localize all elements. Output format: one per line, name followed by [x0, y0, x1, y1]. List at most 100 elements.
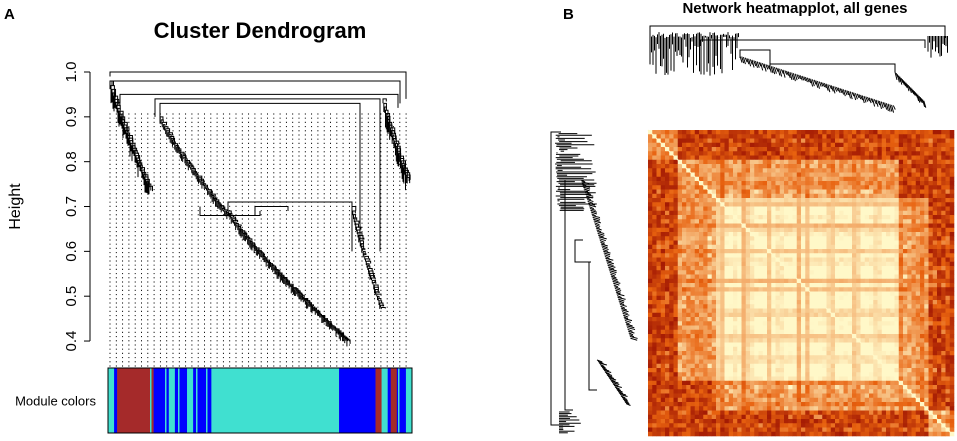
heatmap-cell: [847, 249, 853, 254]
heatmap-cell: [779, 130, 785, 135]
heatmap-cell: [707, 244, 713, 250]
module-color-segment: [174, 368, 188, 433]
heatmap-cell: [847, 240, 853, 246]
heatmap-cell: [745, 363, 751, 369]
heatmap-cell: [920, 355, 925, 360]
heatmap-cell: [690, 176, 696, 182]
heatmap-cell: [932, 380, 938, 386]
heatmap-cell: [733, 278, 738, 284]
heatmap-cell: [648, 278, 653, 284]
heatmap-cell: [741, 334, 747, 339]
heatmap-cell: [864, 368, 870, 373]
heatmap-cell: [881, 270, 887, 275]
heatmap-cell: [869, 130, 874, 135]
heatmap-cell: [703, 351, 708, 356]
heatmap-cell: [881, 142, 887, 148]
heatmap-cell: [656, 193, 662, 199]
heatmap-cell: [839, 283, 844, 288]
heatmap-cell: [656, 142, 662, 148]
heatmap-cell: [648, 257, 653, 263]
heatmap-cell: [703, 240, 708, 246]
heatmap-cell: [843, 300, 849, 305]
heatmap-cell: [656, 257, 662, 263]
heatmap-cell: [741, 189, 747, 195]
heatmap-cell: [796, 359, 802, 365]
heatmap-cell: [949, 359, 955, 365]
heatmap-cell: [894, 342, 900, 348]
heatmap-cell: [745, 338, 751, 343]
heatmap-cell: [822, 249, 827, 254]
heatmap-cell: [890, 172, 895, 178]
heatmap-cell: [677, 385, 683, 390]
heatmap-cell: [911, 223, 917, 229]
heatmap-cell: [864, 385, 870, 390]
heatmap-cell: [733, 210, 738, 216]
heatmap-cell: [937, 202, 942, 207]
y-tick-label: 1.0: [63, 62, 80, 83]
heatmap-cell: [660, 215, 666, 220]
heatmap-cell: [745, 355, 751, 360]
heatmap-cell: [686, 385, 691, 390]
heatmap-cell: [898, 393, 904, 399]
heatmap-cell: [745, 342, 751, 348]
heatmap-cell: [792, 317, 798, 322]
heatmap-cell: [690, 164, 696, 169]
heatmap-cell: [903, 317, 908, 322]
heatmap-cell: [728, 372, 734, 377]
dendrogram-merge: [111, 88, 117, 103]
heatmap-cell: [911, 338, 917, 343]
heatmap-cell: [686, 325, 691, 331]
heatmap-cell: [945, 317, 951, 322]
heatmap-cell: [826, 202, 832, 207]
heatmap-cell: [699, 321, 704, 326]
heatmap-cell: [941, 206, 946, 212]
heatmap-cell: [903, 304, 908, 309]
heatmap-cell: [852, 219, 857, 224]
heatmap-cell: [890, 287, 895, 292]
heatmap-cell: [856, 266, 861, 271]
heatmap-cell: [758, 172, 764, 178]
heatmap-cell: [737, 393, 742, 399]
heatmap-cell: [805, 363, 810, 369]
heatmap-cell: [949, 240, 955, 246]
heatmap-cell: [949, 355, 955, 360]
module-color-bar-frame: [107, 367, 413, 434]
heatmap-cell: [784, 380, 789, 386]
heatmap-cell: [762, 147, 768, 152]
heatmap-cell: [741, 380, 747, 386]
heatmap-cell: [890, 300, 895, 305]
heatmap-cell: [750, 189, 755, 195]
heatmap-cell: [669, 389, 674, 394]
heatmap-cell: [920, 202, 925, 207]
heatmap-cell: [750, 312, 755, 318]
heatmap-cell: [796, 206, 802, 212]
heatmap-cell: [898, 227, 904, 233]
heatmap-cell: [775, 334, 781, 339]
heatmap-cell: [694, 193, 700, 199]
heatmap-cell: [665, 346, 670, 352]
heatmap-cell: [890, 185, 895, 190]
heatmap-cell: [826, 253, 832, 258]
heatmap-cell: [682, 185, 687, 190]
heatmap-cell: [924, 393, 929, 399]
heatmap-cell: [771, 181, 776, 186]
heatmap-cell: [835, 138, 840, 144]
heatmap-cell: [703, 164, 708, 169]
heatmap-cell: [809, 236, 815, 241]
heatmap-cell: [711, 329, 717, 335]
heatmap-cell: [937, 206, 942, 212]
heatmap-cell: [877, 202, 883, 207]
heatmap-cell: [890, 232, 895, 237]
heatmap-cell: [805, 397, 810, 403]
heatmap-cell: [694, 189, 700, 195]
heatmap-cell: [932, 291, 938, 297]
heatmap-cell: [728, 142, 734, 148]
heatmap-cell: [716, 223, 721, 229]
heatmap-cell: [690, 300, 696, 305]
heatmap-cell: [920, 359, 925, 365]
heatmap-cell: [703, 172, 708, 178]
module-color-stripe: [188, 368, 190, 433]
heatmap-cell: [860, 329, 866, 335]
heatmap-cell: [864, 334, 870, 339]
dendrogram-merge: [383, 102, 387, 112]
